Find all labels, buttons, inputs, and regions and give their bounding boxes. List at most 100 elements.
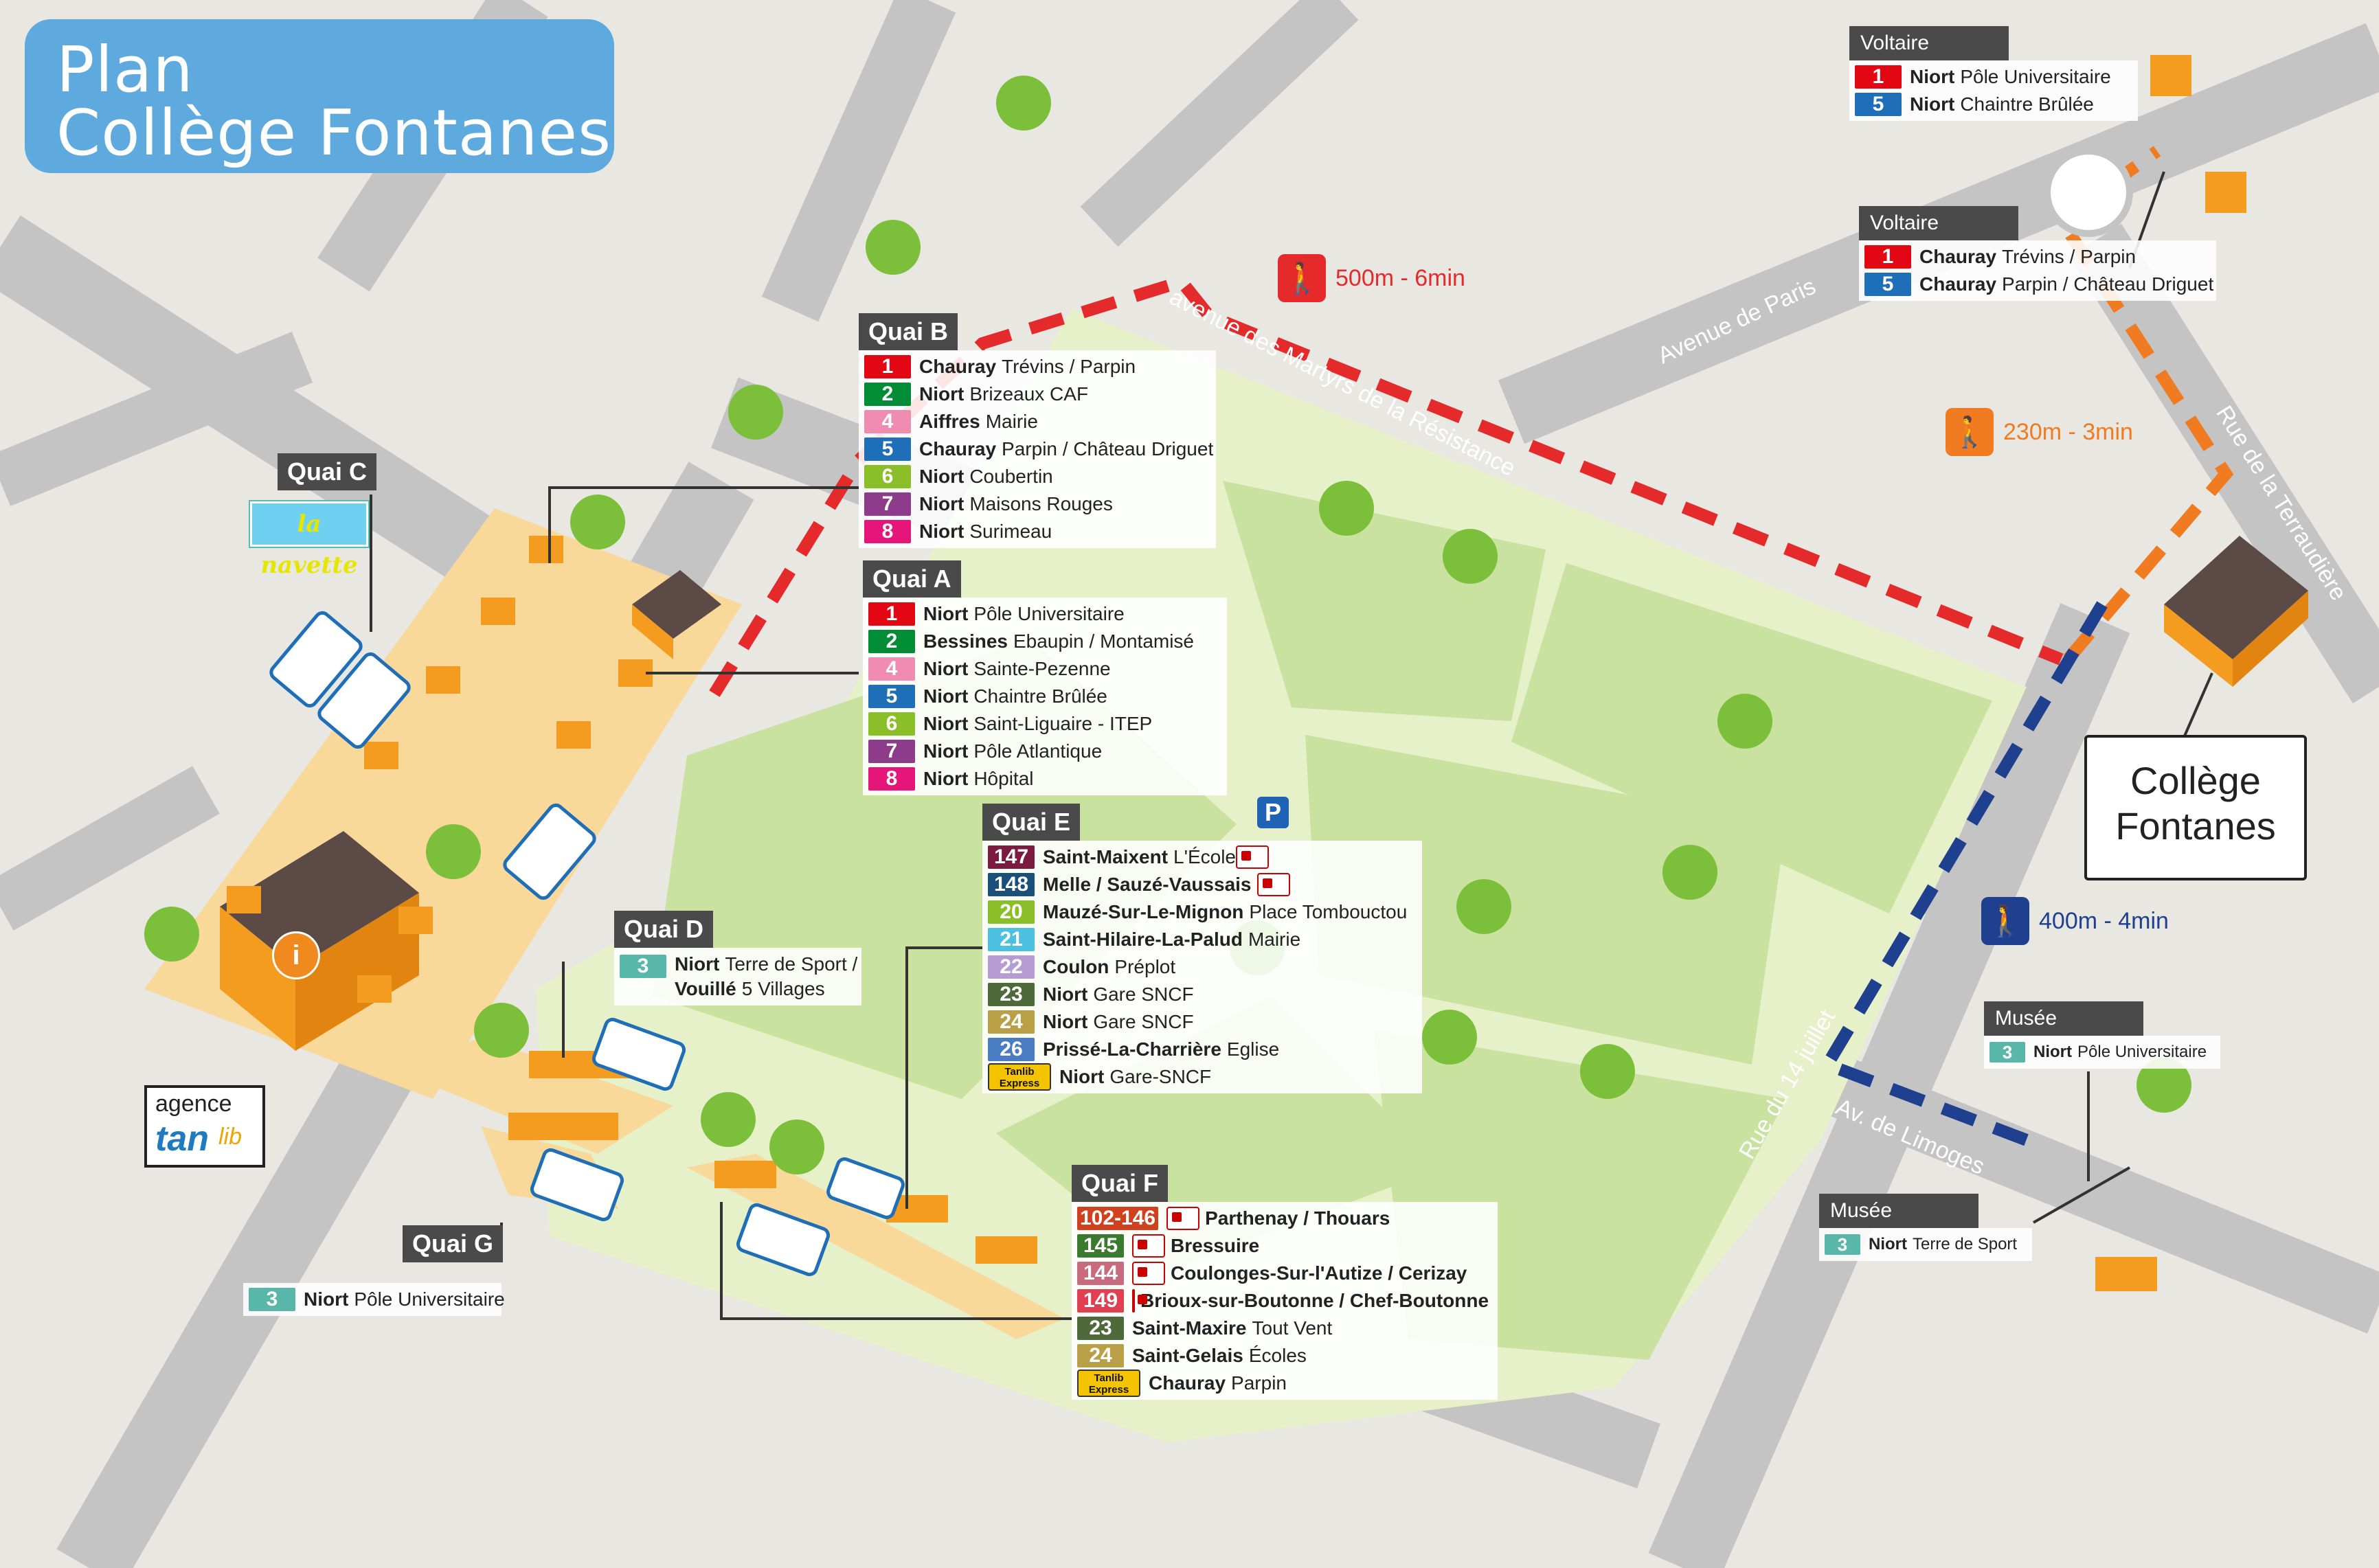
line-city: Niort xyxy=(1910,93,1955,115)
line-city: Chauray xyxy=(919,356,997,377)
walk-red-text: 500m - 6min xyxy=(1335,264,1465,291)
line-badge: 5 xyxy=(868,685,915,708)
region-network-icon xyxy=(1236,845,1269,869)
road-terraudiere xyxy=(2069,223,2379,704)
line-badge: 26 xyxy=(988,1038,1035,1061)
line-destination: Brizeaux CAF xyxy=(969,383,1089,405)
info-icon: i xyxy=(272,931,320,979)
line-city: Vouillé xyxy=(675,978,736,999)
line-city: Niort xyxy=(1869,1235,1907,1253)
road-north-1 xyxy=(761,0,956,322)
line-badge: 3 xyxy=(1989,1042,2025,1063)
line-destination: 5 Villages xyxy=(741,978,825,999)
line-city: Bressuire xyxy=(1171,1235,1260,1256)
line-row[interactable]: 145 Bressuire xyxy=(1077,1232,1492,1260)
region-network-icon xyxy=(1132,1289,1147,1313)
line-city: Melle / Sauzé-Vaussais xyxy=(1043,874,1252,895)
line-destination: Parpin / Château Driguet xyxy=(1002,438,1214,459)
line-city: Coulonges-Sur-l'Autize / Cerizay xyxy=(1171,1262,1467,1284)
line-destination: Trévins / Parpin xyxy=(1002,356,1136,377)
line-badge: 1 xyxy=(864,355,911,378)
walk-blue-text: 400m - 4min xyxy=(2039,907,2169,934)
line-city: Chauray xyxy=(1919,273,1997,295)
agence-tanlib-logo[interactable]: agence tan lib xyxy=(144,1085,265,1168)
line-badge: 145 xyxy=(1077,1234,1124,1258)
agence-lib: lib xyxy=(218,1124,243,1150)
line-badge: 5 xyxy=(1855,93,1902,116)
line-destination: Écoles xyxy=(1248,1345,1307,1366)
line-badge: 21 xyxy=(988,928,1035,951)
trees xyxy=(144,76,2191,1174)
line-badge: 2 xyxy=(864,383,911,406)
quai-c-panel: Quai C xyxy=(278,453,377,490)
walk-orange-text: 230m - 3min xyxy=(2003,418,2133,445)
line-destination: Chaintre Brûlée xyxy=(1960,93,2094,115)
line-badge: 3 xyxy=(1825,1234,1860,1255)
line-city: Niort xyxy=(675,953,720,975)
line-badge: 6 xyxy=(868,712,915,736)
line-destination: Parpin / Château Driguet xyxy=(2002,273,2214,295)
college-fontanes-label: Collège Fontanes xyxy=(2084,735,2307,880)
line-destination: Parpin xyxy=(1231,1372,1287,1394)
line-destination: Gare-SNCF xyxy=(1109,1066,1212,1087)
line-city: Niort xyxy=(1043,984,1088,1005)
line-destination: Surimeau xyxy=(969,521,1052,542)
line-badge: 1 xyxy=(1864,245,1911,269)
map-title: Plan Collège Fontanes xyxy=(25,19,614,173)
pedestrian-icon: 🚶 xyxy=(1981,897,2029,945)
line-destination: Hôpital xyxy=(973,768,1034,789)
line-badge: 3 xyxy=(249,1288,295,1311)
line-destination: L'École xyxy=(1173,846,1236,867)
line-badge: 8 xyxy=(868,767,915,791)
quai-platform-f xyxy=(687,1154,1065,1339)
line-city: Niort xyxy=(2033,1043,2072,1061)
line-badge: 22 xyxy=(988,955,1035,979)
road-north-2 xyxy=(1080,0,1359,247)
walk-path-blue xyxy=(1818,601,2108,1146)
line-destination: Gare SNCF xyxy=(1093,984,1194,1005)
